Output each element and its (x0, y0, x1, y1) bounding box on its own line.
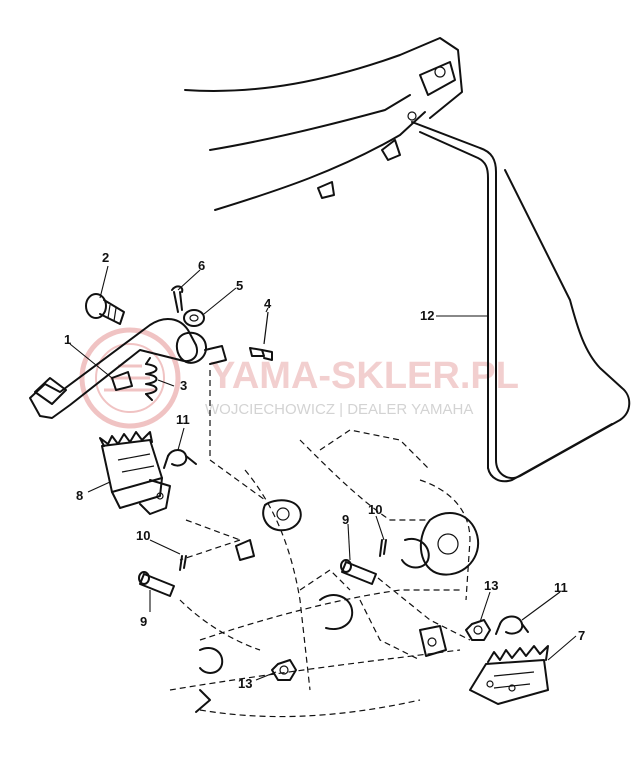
callout-8: 8 (76, 488, 83, 503)
spring-11-left (163, 449, 197, 469)
callout-13-right: 13 (484, 578, 498, 593)
callout-7: 7 (578, 628, 585, 643)
spring-3 (145, 357, 158, 401)
washer-5 (183, 309, 205, 327)
callout-9-left: 9 (140, 614, 147, 629)
callout-1: 1 (64, 332, 71, 347)
callout-11-left: 11 (176, 412, 190, 427)
spring-11-right (495, 615, 529, 635)
callouts: 2 1 3 6 5 4 11 8 10 9 9 10 12 13 11 7 13 (64, 250, 585, 691)
callout-3: 3 (180, 378, 187, 393)
callout-11-right: 11 (554, 580, 568, 595)
callout-10-left: 10 (136, 528, 150, 543)
cotter-pin-6 (171, 285, 184, 313)
frame-top-rail (184, 37, 463, 211)
stand-12 (411, 121, 631, 483)
frame-lower-phantom (169, 370, 471, 718)
footrest-7 (469, 645, 549, 705)
callout-12: 12 (420, 308, 434, 323)
callout-13-left: 13 (238, 676, 252, 691)
leader-lines (69, 265, 577, 681)
nut-13-right (465, 619, 491, 641)
footrest-8 (99, 431, 171, 515)
callout-9-right: 9 (342, 512, 349, 527)
callout-5: 5 (236, 278, 243, 293)
pin-9-right (340, 559, 377, 585)
clevis-pin-4 (249, 311, 273, 361)
watermark-logo-icon (79, 327, 181, 429)
frame-lower-solid (195, 499, 480, 713)
pivot-bolt-2 (85, 293, 125, 325)
cotter-pin-10-right (379, 539, 387, 557)
nut-13-left (271, 659, 297, 681)
callout-2: 2 (102, 250, 109, 265)
watermark-title: YAMA-SKLER.PL (210, 355, 519, 397)
watermark-subtitle: WOJCIECHOWICZ | DEALER YAMAHA (205, 401, 473, 418)
callout-6: 6 (198, 258, 205, 273)
callout-10-right: 10 (368, 502, 382, 517)
watermark: YAMA-SKLER.PL WOJCIECHOWICZ | DEALER YAM… (79, 327, 519, 429)
callout-4: 4 (264, 296, 272, 311)
cotter-pin-10-left (179, 555, 187, 571)
pin-9-left (138, 571, 175, 597)
brake-pedal-1 (29, 318, 227, 419)
